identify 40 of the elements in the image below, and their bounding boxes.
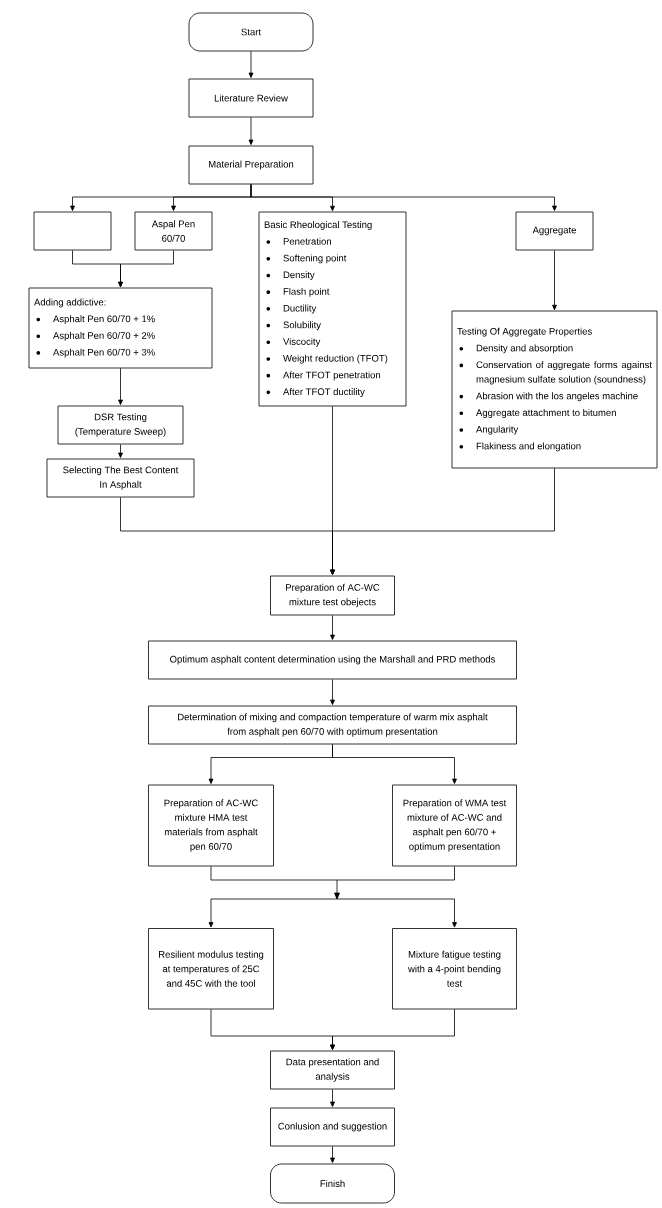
arrow xyxy=(330,467,555,575)
process-box: Optimum asphalt content determination using the Marshall and PRD methods xyxy=(148,640,517,680)
arrow xyxy=(336,898,457,928)
process-box: Preparation of AC-WC mixture test obejects xyxy=(270,575,395,616)
arrow xyxy=(118,367,123,405)
process-box: Preparation of WMA test mixture of AC-WC and asphalt pen 60/70 + optimum presentation xyxy=(392,784,517,867)
process-box: Preparation of AC-WC mixture HMA test materials from asphalt pen 60/70 xyxy=(148,784,274,867)
rounded-box: Finish xyxy=(270,1163,395,1204)
arrow xyxy=(552,250,557,311)
arrow xyxy=(250,184,557,211)
process-box: Material Preparation xyxy=(188,145,314,185)
process-box: Basic Rheological Testing Penetration Softening point Density Flash point Ductility Solubility Viscocity Weight reduction (TFOT) After TFOT penetration After TFOT ductility xyxy=(258,211,407,407)
arrow xyxy=(334,879,340,900)
arrow xyxy=(118,250,174,288)
arrow xyxy=(248,117,254,145)
process-box: Testing Of Aggregate Properties Density and absorption Conservation of aggregate forms against magnesium sulfate solution (soundness) Abrasion with the los angeles machine Aggregate attachment to bitumen Angularity Flakiness and elongation xyxy=(451,310,658,469)
process-box: DSR Testing (Temperature Sweep) xyxy=(57,405,184,445)
process-box: Resilient modulus testing at temperatures of 25C and 45C with the tool xyxy=(148,928,274,1010)
process-box: Aggregate xyxy=(515,211,594,251)
process-box: Conlusion and suggestion xyxy=(270,1107,395,1147)
process-box: Data presentation and analysis xyxy=(270,1050,395,1090)
arrow xyxy=(332,744,457,784)
process-box: Literature Review xyxy=(188,78,314,118)
arrow xyxy=(330,1146,335,1163)
connector-line xyxy=(336,866,455,881)
rounded-box: Start xyxy=(188,12,314,52)
process-box: Mixture fatigue testing with a 4-point bending test xyxy=(392,928,517,1010)
arrow xyxy=(208,898,338,928)
process-box: Determination of mixing and compaction temperature of warm mix asphalt from asphalt pen 60/70 with optimum presentation xyxy=(148,705,517,745)
arrow xyxy=(330,1009,455,1050)
process-box: Adding addictive: Asphalt Pen 60/70 + 1% Asphalt Pen 60/70 + 2% Asphalt Pen 60/70 + 3% xyxy=(28,287,213,369)
connector-line xyxy=(210,866,338,881)
arrow xyxy=(248,51,254,78)
arrow xyxy=(330,1089,335,1107)
arrow xyxy=(330,615,335,640)
process-box: Aspal Pen 60/70 xyxy=(134,211,213,251)
empty-box xyxy=(33,211,112,251)
arrow xyxy=(118,444,123,458)
arrow xyxy=(330,679,335,705)
process-box: Selecting The Best Content In Asphalt xyxy=(46,458,195,498)
